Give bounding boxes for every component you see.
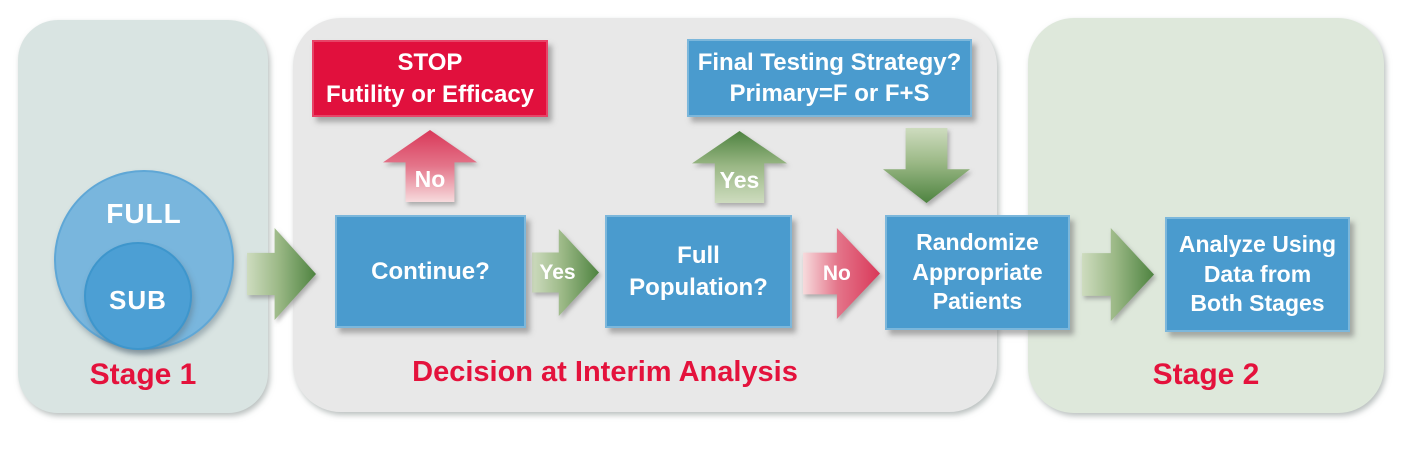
randomize-line1: Randomize [916,228,1039,255]
stop-box: STOP Futility or Efficacy [312,40,548,117]
final-testing-line2: Primary=F or F+S [729,80,930,107]
randomize-to-analyze-arrow [1082,228,1154,321]
full-population-line2: Population? [629,273,768,301]
final-testing-strategy-box: Final Testing Strategy? Primary=F or F+S [687,39,972,117]
full-circle-label: FULL [106,198,182,229]
stop-box-line2: Futility or Efficacy [325,80,535,108]
analyze-both-stages-box: Analyze Using Data from Both Stages [1165,217,1350,332]
up-arrow-icon: No [383,130,477,202]
analyze-line2: Data from [1203,260,1312,287]
full-population-line1: Full [677,242,720,270]
no-arrow-label: No [414,166,446,192]
randomize-line2: Appropriate [912,258,1043,285]
right-arrow-icon: Yes [532,229,599,316]
right-arrow-icon [1082,228,1154,321]
interim-panel-label: Decision at Interim Analysis [412,356,798,388]
right-arrow-icon: No [803,228,880,319]
full-population-no-arrow: No [803,228,880,319]
randomize-line3: Patients [932,288,1023,315]
analyze-line1: Analyze Using [1178,230,1337,257]
continue-box-label: Continue? [371,257,490,285]
analyze-line3: Both Stages [1190,290,1325,317]
randomize-patients-box: Randomize Appropriate Patients [885,215,1070,330]
down-arrow-icon [883,128,970,203]
full-population-box: Full Population? [605,215,792,328]
final-testing-line1: Final Testing Strategy? [697,48,962,76]
stage2-label: Stage 2 [1152,358,1260,391]
stage2-panel: Stage 2 [1028,18,1384,413]
stage1-label: Stage 1 [89,358,197,391]
up-arrow-icon: Yes [692,131,787,203]
continue-yes-arrow: Yes [532,229,599,316]
no-arrow-label: No [822,261,851,285]
stage1-panel: FULL SUB Stage 1 [18,20,268,413]
continue-box: Continue? [335,215,526,328]
yes-arrow-label: Yes [539,260,576,284]
continue-no-arrow: No [383,130,477,202]
final-testing-down-arrow [883,128,970,203]
stage1-to-interim-arrow [247,228,316,320]
yes-arrow-label: Yes [719,167,760,193]
sub-circle-label: SUB [109,284,167,315]
sub-population-circle: SUB [84,242,192,350]
stop-box-line1: STOP [397,49,463,77]
full-population-yes-arrow: Yes [692,131,787,203]
right-arrow-icon [247,228,316,320]
